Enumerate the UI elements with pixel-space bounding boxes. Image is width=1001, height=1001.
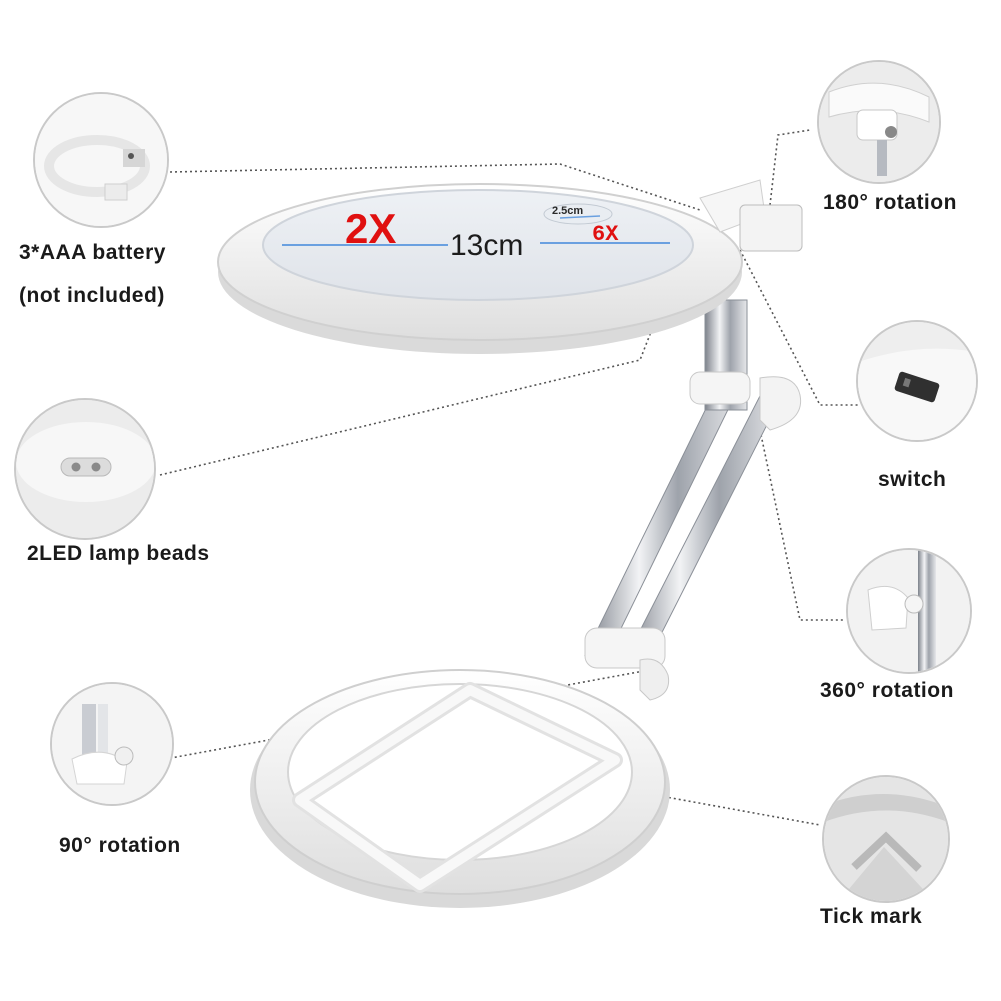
detail-90-rotation xyxy=(50,682,174,806)
label-360-rotation: 360° rotation xyxy=(820,679,954,702)
lens-diameter: 13cm xyxy=(450,229,523,262)
detail-lamp-beads xyxy=(14,398,156,540)
magnifier-head xyxy=(217,179,803,354)
leader-switch xyxy=(739,249,860,406)
detail-360-rotation xyxy=(846,548,972,674)
lens-mag-main: 2X xyxy=(345,205,396,252)
leader-360 xyxy=(759,429,845,621)
support-arms xyxy=(584,299,802,701)
label-lamp-beads: 2LED lamp beads xyxy=(27,542,210,565)
lens-inset-diameter: 2.5cm xyxy=(552,205,583,217)
leader-battery xyxy=(169,163,701,211)
leader-180 xyxy=(769,129,811,206)
base-ring xyxy=(250,669,670,908)
label-180-rotation: 180° rotation xyxy=(823,191,957,214)
label-90-rotation: 90° rotation xyxy=(59,834,181,857)
leader-tick xyxy=(599,784,821,826)
label-switch: switch xyxy=(878,468,947,491)
label-battery-line2: (not included) xyxy=(19,284,165,307)
lens-mag-inset: 6X xyxy=(592,222,619,247)
label-tick-mark: Tick mark xyxy=(820,905,923,928)
label-battery-line1: 3*AAA battery xyxy=(19,241,166,264)
detail-180-rotation xyxy=(817,60,941,184)
detail-battery xyxy=(33,92,169,228)
detail-tick-mark xyxy=(822,775,950,903)
detail-switch xyxy=(856,320,978,442)
